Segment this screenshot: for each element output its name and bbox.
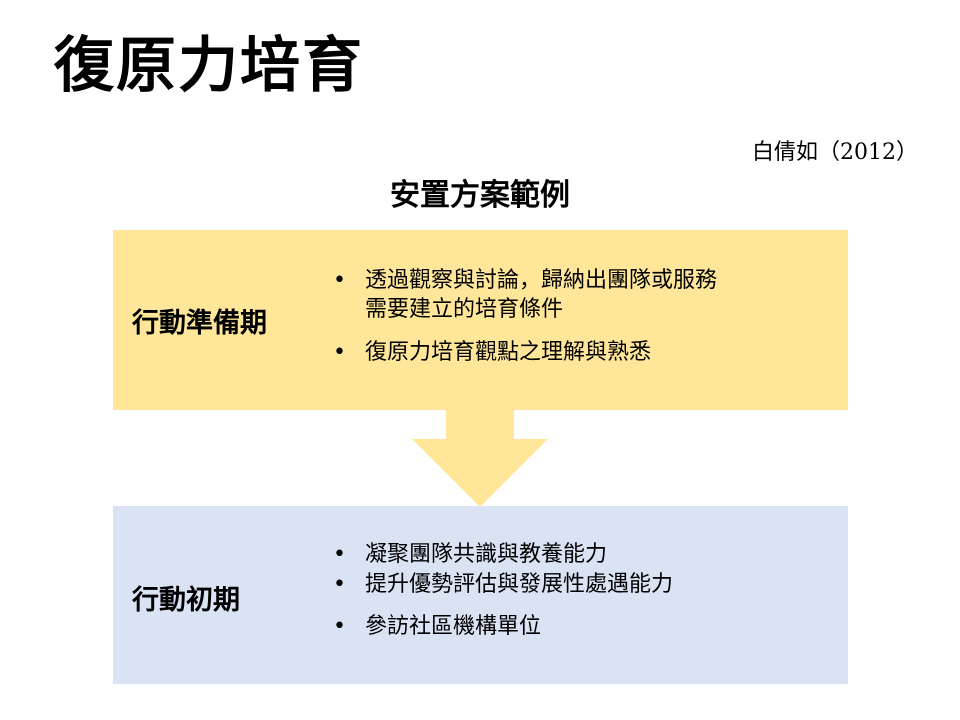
list-item-text: 參訪社區機構單位 <box>365 614 542 639</box>
list-item: • 復原力培育觀點之理解與熟悉 <box>333 338 833 367</box>
bullet-dot: • <box>333 340 346 365</box>
list-item-text: 提升優勢評估與發展性處遇能力 <box>365 572 674 597</box>
bullet-dot: • <box>333 614 346 639</box>
list-item: • 透過觀察與討論，歸納出團隊或服務 需要建立的培育條件 <box>333 266 833 324</box>
list-item: • 提升優勢評估與發展性處遇能力 <box>333 570 833 599</box>
list-item: • 凝聚團隊共識與教養能力 <box>333 540 833 569</box>
diagram-subtitle: 安置方案範例 <box>390 178 570 213</box>
down-arrow-shape <box>412 409 548 507</box>
slide-title: 復原力培育 <box>54 31 364 101</box>
list-item-text: 復原力培育觀點之理解與熟悉 <box>365 340 652 365</box>
phase-label-initial: 行動初期 <box>132 585 240 616</box>
phase-label-preparation: 行動準備期 <box>132 308 267 339</box>
list-item: • 參訪社區機構單位 <box>333 612 833 641</box>
list-item-text: 凝聚團隊共識與教養能力 <box>365 542 608 567</box>
citation: 白倩如（2012） <box>752 140 918 165</box>
phase-box-initial: 行動初期 • 凝聚團隊共識與教養能力 • 提升優勢評估與發展性處遇能力 • 參訪… <box>113 506 848 684</box>
down-arrow-icon <box>412 409 548 507</box>
bullet-dot: • <box>333 572 346 597</box>
list-item-text: 透過觀察與討論，歸納出團隊或服務 <box>365 268 718 293</box>
list-item-text-continued: 需要建立的培育條件 <box>365 297 564 322</box>
bullet-dot: • <box>333 268 346 293</box>
phase-box-preparation: 行動準備期 • 透過觀察與討論，歸納出團隊或服務 需要建立的培育條件 • 復原力… <box>113 230 848 410</box>
bullet-dot: • <box>333 542 346 567</box>
